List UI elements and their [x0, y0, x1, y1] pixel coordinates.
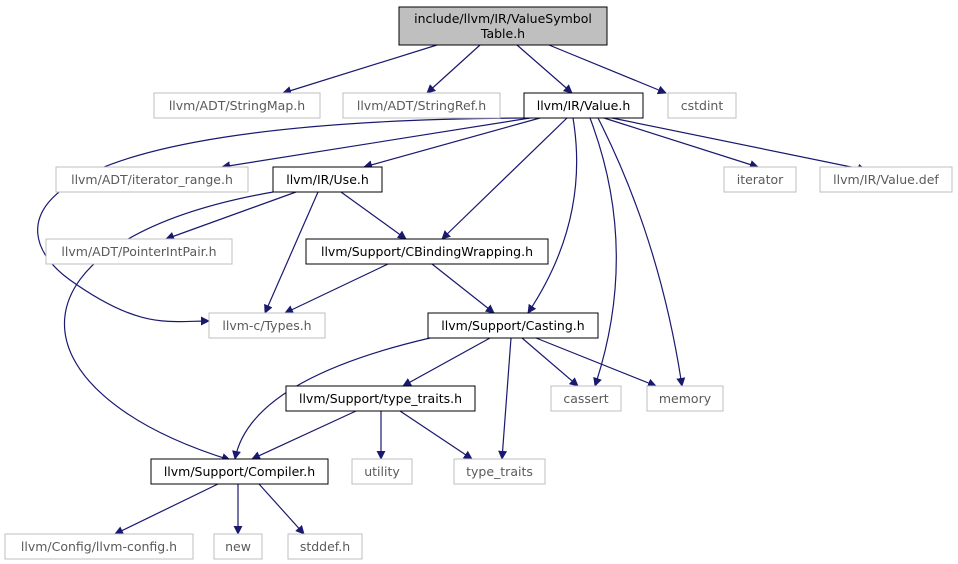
node-iterator-box — [723, 166, 797, 193]
node-llvmconfig-box — [4, 533, 194, 560]
node-value-label: llvm/IR/Value.h — [537, 98, 631, 113]
node-utility-box — [351, 458, 413, 485]
edge-use-to-types — [264, 191, 319, 314]
node-type_traits-box — [453, 458, 546, 485]
node-type_traits-label: type_traits — [466, 464, 533, 479]
node-stringref-label: llvm/ADT/StringRef.h — [357, 98, 486, 113]
node-types-box — [208, 312, 326, 339]
edge-use-to-pointerintpair — [165, 191, 297, 241]
node-cstdint-box — [667, 92, 737, 119]
node-cstdint-label: cstdint — [681, 98, 724, 113]
node-use-box — [272, 166, 383, 193]
edge-valuesymboltable-to-value — [516, 44, 573, 94]
edge-type_traits_h-to-compiler — [251, 410, 357, 460]
edge-compiler-to-stddef — [258, 483, 305, 535]
node-types-label: llvm-c/Types.h — [222, 318, 311, 333]
edge-valuesymboltable-to-cstdint — [548, 44, 667, 95]
node-stddef: stddef.h — [287, 533, 363, 560]
edge-casting-to-cassert — [521, 337, 579, 387]
node-use-label: llvm/IR/Use.h — [286, 172, 369, 187]
node-cbinding-label: llvm/Support/CBindingWrapping.h — [321, 244, 533, 259]
node-new-box — [213, 533, 263, 560]
node-stringref: llvm/ADT/StringRef.h — [342, 92, 501, 119]
node-iterator: iterator — [723, 166, 797, 193]
edge-value-to-valuedef — [611, 117, 867, 173]
node-cassert: cassert — [550, 385, 622, 412]
node-memory-label: memory — [659, 391, 712, 406]
edge-compiler-to-llvmconfig — [114, 483, 219, 535]
node-valuedef-label: llvm/IR/Value.def — [833, 172, 939, 187]
node-pointerintpair-label: llvm/ADT/PointerIntPair.h — [61, 244, 216, 259]
node-stringref-box — [342, 92, 501, 119]
node-valuedef-box — [819, 166, 953, 193]
edge-use-to-cbinding — [340, 191, 407, 240]
edges-layer — [37, 44, 867, 535]
node-cassert-box — [550, 385, 622, 412]
node-compiler-box — [150, 458, 329, 485]
node-stddef-label: stddef.h — [300, 539, 350, 554]
node-cstdint: cstdint — [667, 92, 737, 119]
node-pointerintpair: llvm/ADT/PointerIntPair.h — [45, 238, 233, 265]
node-valuedef: llvm/IR/Value.def — [819, 166, 953, 193]
edge-value-to-iterator_range — [221, 117, 531, 171]
node-pointerintpair-box — [45, 238, 233, 265]
edge-value-to-use — [363, 117, 541, 170]
edge-cbinding-to-types — [284, 263, 389, 314]
edge-value-to-iterator — [603, 117, 759, 169]
node-value-box — [523, 92, 644, 119]
node-iterator_range: llvm/ADT/iterator_range.h — [55, 166, 249, 193]
node-stringmap-box — [153, 92, 321, 119]
node-value[interactable]: llvm/IR/Value.h — [523, 92, 644, 119]
node-casting-label: llvm/Support/Casting.h — [441, 318, 584, 333]
node-cassert-label: cassert — [563, 391, 608, 406]
edge-value-to-casting — [527, 117, 578, 314]
node-stringmap-label: llvm/ADT/StringMap.h — [169, 98, 305, 113]
node-type_traits_h-box — [285, 385, 476, 412]
edge-casting-to-type_traits — [498, 337, 512, 460]
edge-valuesymboltable-to-stringref — [426, 44, 481, 94]
node-valuesymboltable-label: include/llvm/IR/ValueSymbol — [414, 11, 592, 26]
node-casting[interactable]: llvm/Support/Casting.h — [427, 312, 599, 339]
edge-type_traits_h-to-type_traits — [399, 410, 473, 460]
node-iterator_range-box — [55, 166, 249, 193]
node-casting-box — [427, 312, 599, 339]
edge-use-to-compiler — [64, 191, 274, 462]
node-cbinding[interactable]: llvm/Support/CBindingWrapping.h — [305, 238, 549, 265]
node-cbinding-box — [305, 238, 549, 265]
node-use[interactable]: llvm/IR/Use.h — [272, 166, 383, 193]
node-valuesymboltable-box — [398, 6, 608, 46]
node-type_traits_h-label: llvm/Support/type_traits.h — [299, 391, 462, 406]
node-utility-label: utility — [364, 464, 400, 479]
node-utility: utility — [351, 458, 413, 485]
node-memory-box — [646, 385, 724, 412]
node-memory: memory — [646, 385, 724, 412]
node-new: new — [213, 533, 263, 560]
node-new-label: new — [225, 539, 251, 554]
node-valuesymboltable-label: Table.h — [480, 26, 525, 41]
edge-casting-to-memory — [535, 337, 657, 388]
edge-value-to-cbinding — [441, 117, 568, 240]
edge-value-to-cassert — [589, 117, 617, 387]
node-stddef-box — [287, 533, 363, 560]
edge-casting-to-type_traits_h — [402, 337, 491, 387]
node-stringmap: llvm/ADT/StringMap.h — [153, 92, 321, 119]
edge-value-to-types — [37, 117, 531, 326]
node-llvmconfig-label: llvm/Config/llvm-config.h — [21, 539, 177, 554]
node-compiler[interactable]: llvm/Support/Compiler.h — [150, 458, 329, 485]
edge-value-to-memory — [597, 117, 686, 387]
node-iterator_range-label: llvm/ADT/iterator_range.h — [71, 172, 233, 187]
edge-valuesymboltable-to-stringmap — [282, 44, 438, 95]
node-iterator-label: iterator — [737, 172, 784, 187]
node-llvmconfig: llvm/Config/llvm-config.h — [4, 533, 194, 560]
node-type_traits: type_traits — [453, 458, 546, 485]
node-type_traits_h[interactable]: llvm/Support/type_traits.h — [285, 385, 476, 412]
node-compiler-label: llvm/Support/Compiler.h — [164, 464, 315, 479]
edge-cbinding-to-casting — [431, 263, 495, 314]
node-types: llvm-c/Types.h — [208, 312, 326, 339]
